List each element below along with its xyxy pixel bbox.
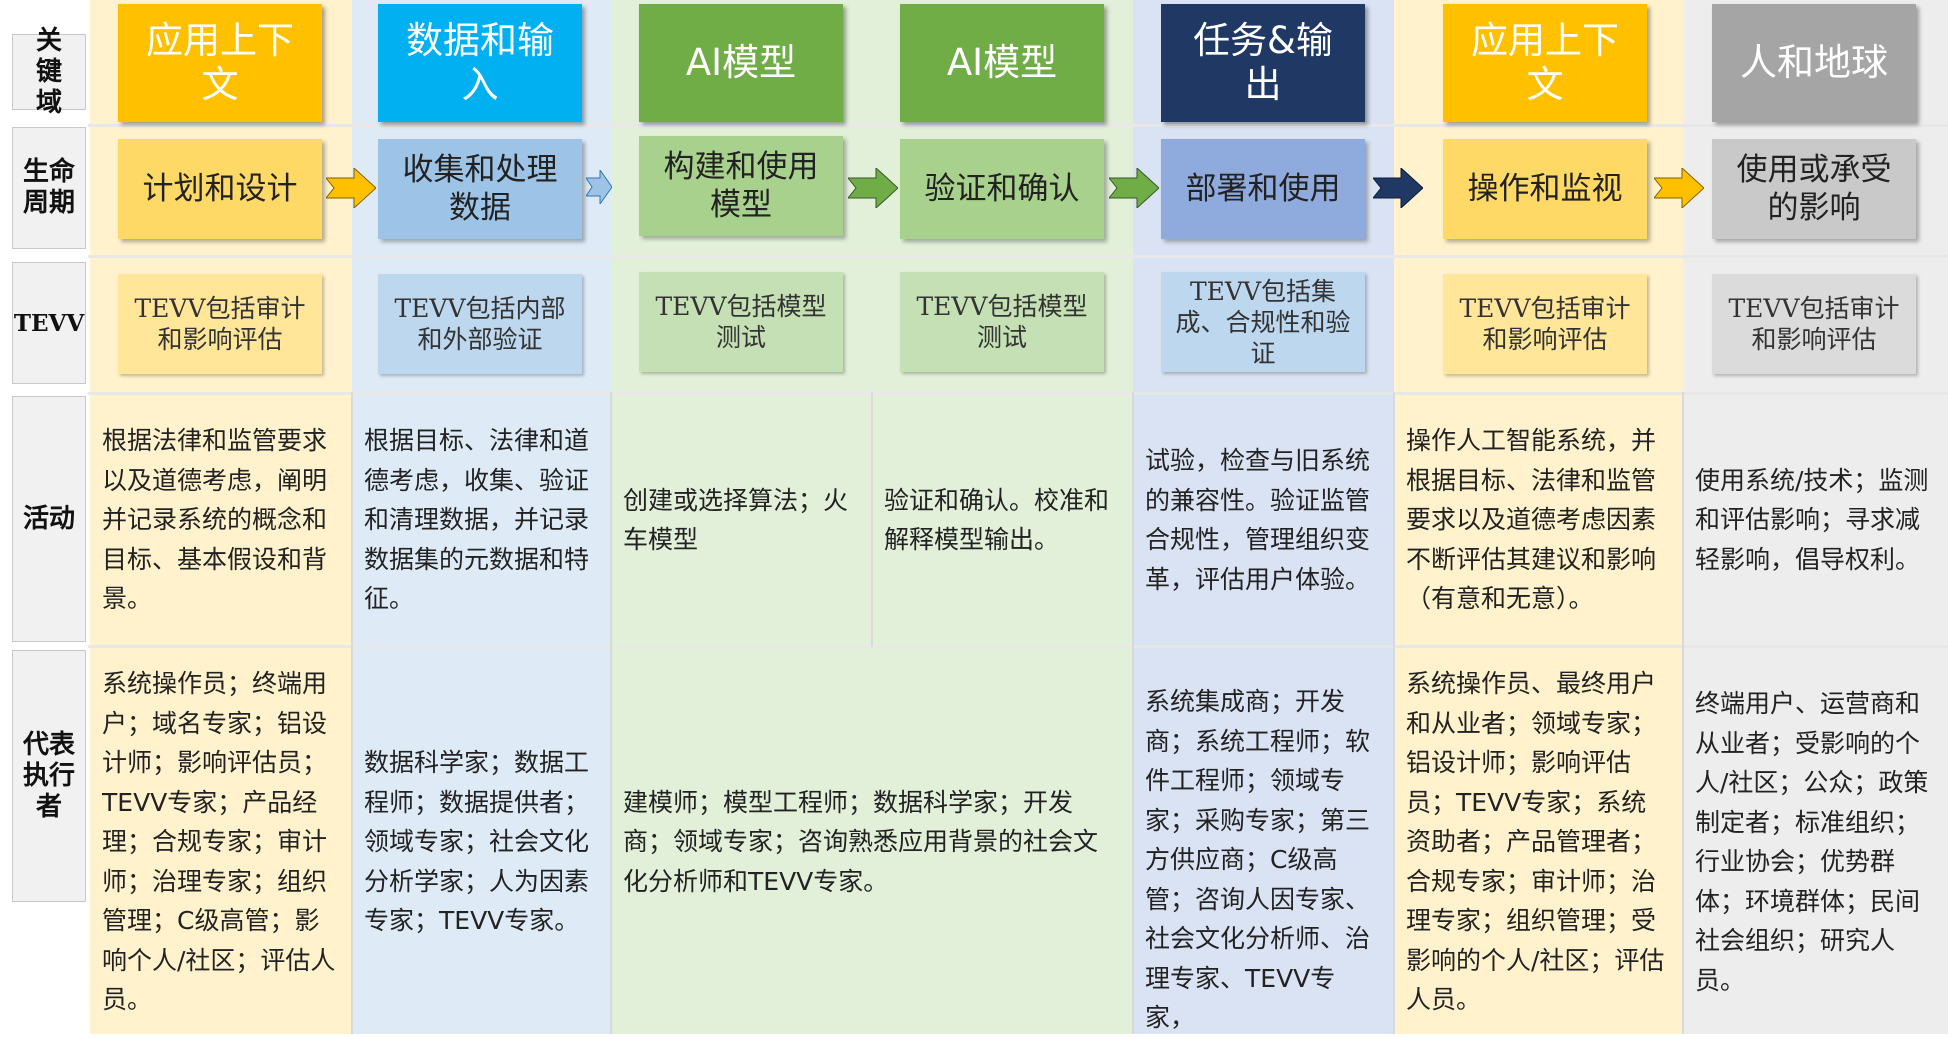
actors-cell: 系统操作员、最终用户和从业者；领域专家；铝设计师；影响评估员；TEVV专家；系统… [1406, 669, 1665, 1014]
flow-arrow-icon [1654, 168, 1704, 208]
tevv-box: TEVV包括模型测试 [900, 272, 1104, 372]
activities-cell: 根据目标、法律和道德考虑，收集、验证和清理数据，并记录数据集的元数据和特征。 [364, 426, 590, 614]
flow-arrow-icon [326, 168, 376, 208]
row-separator [88, 645, 1948, 648]
column-separator [871, 392, 873, 647]
lifecycle-use-impacted: 使用或承受的影响 [1712, 139, 1916, 239]
activities-cell: 操作人工智能系统，并根据目标、法律和监管要求以及道德考虑因素不断评估其建议和影响… [1406, 426, 1657, 614]
activities-cell: 试验，检查与旧系统的兼容性。验证监管合规性，管理组织变革，评估用户体验。 [1145, 446, 1371, 594]
flow-arrow-icon [848, 168, 898, 208]
domain-header-application-context: 应用上下文 [118, 4, 322, 122]
row-separator [88, 255, 1948, 258]
arrow-shape [1654, 168, 1704, 208]
tevv-box: TEVV包括模型测试 [639, 272, 843, 372]
tevv-box: TEVV包括审计和影响评估 [118, 274, 322, 374]
arrow-shape [1109, 168, 1159, 208]
domain-header-application-context: 应用上下文 [1443, 4, 1647, 122]
domain-header-people-planet: 人和地球 [1712, 4, 1916, 122]
activities-cell: 根据法律和监管要求以及道德考虑，阐明并记录系统的概念和目标、基本假设和背景。 [102, 426, 328, 614]
actors-cell: 终端用户、运营商和从业者；受影响的个人/社区；公众；政策制定者；标准组织；行业协… [1695, 689, 1929, 995]
actors-cell: 建模师；模型工程师；数据科学家；开发商；领域专家；咨询熟悉应用背景的社会文化分析… [623, 787, 1099, 896]
actors-cell: 系统集成商；开发商；系统工程师；软件工程师；领域专家；采购专家；第三方供应商；C… [1145, 687, 1371, 1032]
actors-cell: 数据科学家；数据工程师；数据提供者；领域专家；社会文化分析学家；人为因素专家；T… [364, 748, 590, 936]
row-label-actors: 代表执行者 [12, 650, 86, 902]
domain-header-task-output: 任务&输出 [1161, 4, 1365, 122]
domain-header-ai-model: AI模型 [639, 4, 843, 122]
column-separator [1132, 392, 1134, 1034]
column-separator [610, 392, 612, 1034]
lifecycle-collect-process-data: 收集和处理数据 [378, 139, 582, 239]
row-label-lifecycle: 生命周期 [12, 127, 86, 249]
tevv-box: TEVV包括内部和外部验证 [378, 274, 582, 374]
row-separator [88, 392, 1948, 395]
arrow-shape [586, 170, 612, 204]
actors-cell: 系统操作员；终端用户；域名专家；铝设计师；影响评估员；TEVV专家；产品经理；合… [102, 669, 336, 1014]
tevv-box: TEVV包括集成、合规性和验证 [1161, 272, 1365, 372]
lifecycle-plan-design: 计划和设计 [118, 139, 322, 239]
arrow-shape [848, 168, 898, 208]
arrow-shape [1373, 168, 1423, 208]
flow-arrow-icon [586, 170, 612, 204]
row-label-tevv: TEVV [12, 262, 86, 384]
column-separator [351, 392, 353, 1034]
row-label-domain: 关键域 [12, 26, 86, 118]
lifecycle-deploy-use: 部署和使用 [1161, 139, 1365, 239]
lifecycle-operate-monitor: 操作和监视 [1443, 139, 1647, 239]
flow-arrow-icon [1373, 168, 1423, 208]
arrow-shape [326, 168, 376, 208]
column-separator [1682, 392, 1684, 1034]
row-separator [88, 124, 1948, 127]
tevv-box: TEVV包括审计和影响评估 [1712, 274, 1916, 374]
activities-cell: 创建或选择算法；火车模型 [623, 485, 849, 555]
row-label-activities: 活动 [12, 396, 86, 642]
activities-cell: 验证和确认。校准和解释模型输出。 [884, 485, 1110, 555]
domain-header-ai-model: AI模型 [900, 4, 1104, 122]
lifecycle-build-use-model: 构建和使用模型 [639, 136, 843, 236]
tevv-box: TEVV包括审计和影响评估 [1443, 274, 1647, 374]
domain-header-data-input: 数据和输入 [378, 4, 582, 122]
column-separator [1393, 392, 1395, 1034]
lifecycle-verify-validate: 验证和确认 [900, 139, 1104, 239]
activities-cell: 使用系统/技术；监测和评估影响；寻求减轻影响，倡导权利。 [1695, 465, 1929, 574]
flow-arrow-icon [1109, 168, 1159, 208]
